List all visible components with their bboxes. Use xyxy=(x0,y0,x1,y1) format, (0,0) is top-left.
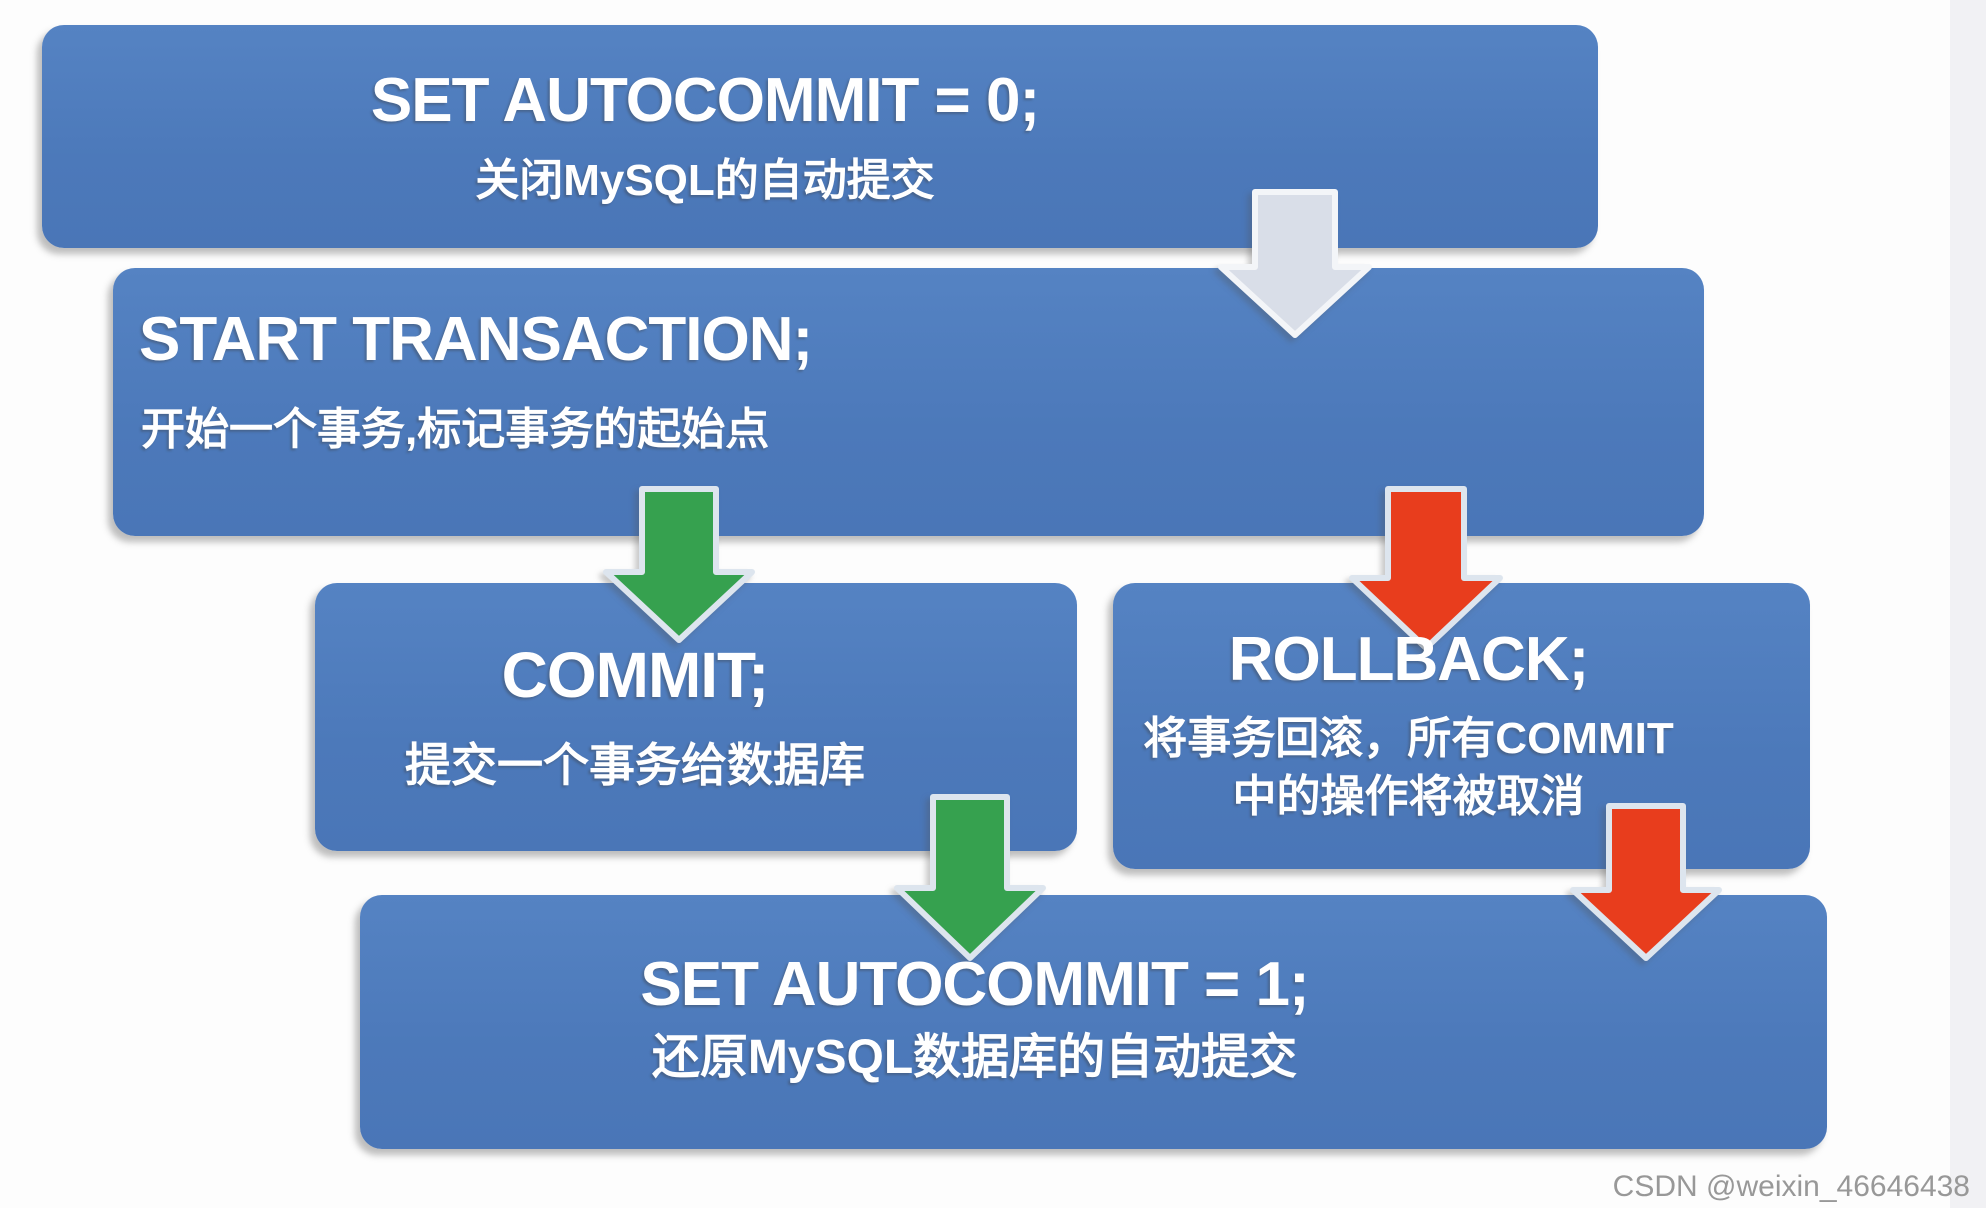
set-autocommit-1-title: SET AUTOCOMMIT = 1; xyxy=(640,950,1309,1019)
commit-subtitle: 提交一个事务给数据库 xyxy=(405,739,865,791)
set-autocommit-0-title: SET AUTOCOMMIT = 0; xyxy=(370,66,1040,135)
flow-box-commit: COMMIT; 提交一个事务给数据库 xyxy=(315,583,1077,851)
rollback-title: ROLLBACK; xyxy=(1228,625,1590,694)
flow-box-start-transaction: START TRANSACTION; 开始一个事务,标记事务的起始点 xyxy=(113,268,1704,536)
csdn-watermark: CSDN @weixin_46646438 xyxy=(1612,1170,1970,1203)
set-autocommit-0-subtitle: 关闭MySQL的自动提交 xyxy=(475,156,935,205)
commit-title: COMMIT; xyxy=(501,639,770,711)
rollback-subtitle-line1: 将事务回滚，所有COMMIT xyxy=(1143,714,1674,763)
flow-box-set-autocommit-0: SET AUTOCOMMIT = 0; 关闭MySQL的自动提交 xyxy=(42,25,1598,248)
flow-box-rollback: ROLLBACK; 将事务回滚，所有COMMIT 中的操作将被取消 xyxy=(1113,583,1810,869)
set-autocommit-1-subtitle: 还原MySQL数据库的自动提交 xyxy=(651,1031,1298,1084)
start-transaction-title: START TRANSACTION; xyxy=(139,305,813,374)
rollback-subtitle-line2: 中的操作将被取消 xyxy=(1232,772,1585,821)
start-transaction-subtitle: 开始一个事务,标记事务的起始点 xyxy=(141,405,770,454)
flow-box-set-autocommit-1: SET AUTOCOMMIT = 1; 还原MySQL数据库的自动提交 xyxy=(360,895,1827,1149)
rollback-subtitle: 将事务回滚，所有COMMIT 中的操作将被取消 xyxy=(1113,710,1704,826)
page-right-gutter xyxy=(1950,0,1986,1208)
